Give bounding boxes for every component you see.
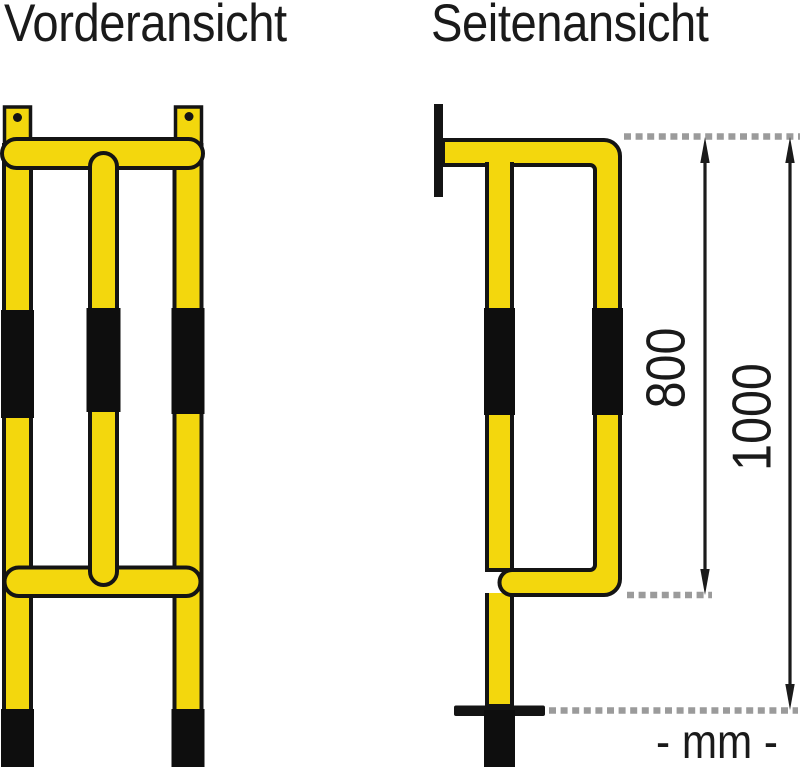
right-post bbox=[172, 143, 204, 767]
hazard-stripe-right bbox=[171, 308, 205, 414]
hazard-stripe-side-rear bbox=[592, 308, 623, 415]
unit-label: - mm - bbox=[656, 716, 778, 767]
mounting-hole-left bbox=[13, 113, 22, 122]
dimension-800-label: 800 bbox=[634, 327, 697, 409]
post-base-left bbox=[1, 709, 34, 767]
arrowhead-1000-top bbox=[785, 137, 795, 163]
arrowhead-800-top bbox=[700, 137, 710, 163]
left-post bbox=[2, 143, 33, 767]
dimension-1000-label: 1000 bbox=[720, 363, 783, 471]
hazard-stripe-side-front bbox=[484, 308, 515, 415]
hazard-stripe-center bbox=[86, 308, 121, 412]
front-view-drawing bbox=[0, 105, 205, 767]
front-view-title: Vorderansicht bbox=[4, 0, 287, 53]
hazard-stripe-left bbox=[1, 310, 34, 418]
post-base-side bbox=[484, 710, 515, 767]
arrowhead-800-bottom bbox=[700, 569, 710, 595]
front-post-lower bbox=[485, 593, 514, 708]
mounting-hole-right bbox=[184, 112, 194, 121]
wall-mount-plate bbox=[434, 104, 443, 197]
post-base-right bbox=[171, 709, 205, 767]
side-view-title: Seitenansicht bbox=[431, 0, 709, 53]
side-view-drawing bbox=[434, 104, 623, 767]
dimension-annotations bbox=[549, 133, 800, 714]
arrowhead-1000-bottom bbox=[785, 684, 795, 710]
